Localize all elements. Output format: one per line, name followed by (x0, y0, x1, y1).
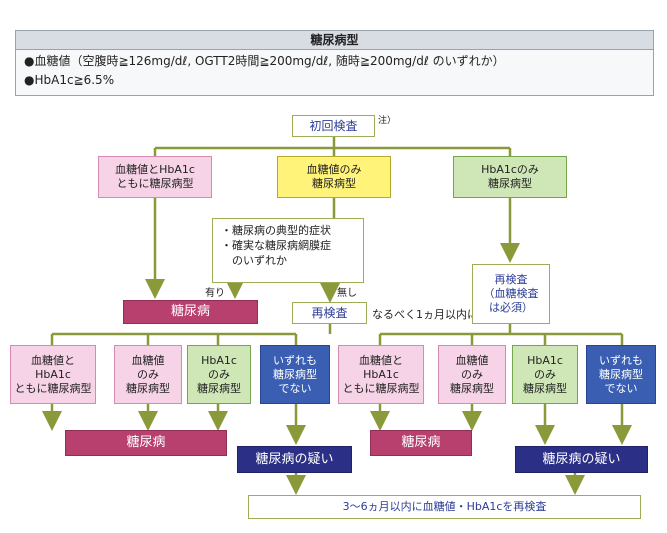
within-month-label: なるべく1ヵ月以内に (372, 308, 478, 321)
right-result-neither: いずれも 糖尿病型 でない (586, 345, 656, 404)
no-label: 無し (337, 288, 357, 299)
criteria-symptoms: ・糖尿病の典型的症状 (221, 224, 331, 237)
initial-test-box: 初回検査 (292, 115, 375, 137)
left-result-hba1c: HbA1c のみ 糖尿病型 (187, 345, 251, 404)
footnote-marker: 注） (378, 116, 397, 126)
left-result-both: 血糖値と HbA1c ともに糖尿病型 (10, 345, 96, 404)
left-result-neither: いずれも 糖尿病型 でない (260, 345, 330, 404)
yes-label: 有り (205, 288, 225, 299)
criteria-either: のいずれか (221, 254, 287, 267)
retest-box-left: 再検査 (292, 302, 367, 324)
right-result-glucose: 血糖値 のみ 糖尿病型 (438, 345, 506, 404)
final-retest-box: 3〜6ヵ月以内に血糖値・HbA1cを再検査 (248, 495, 641, 519)
definition-title: 糖尿病型 (15, 30, 654, 50)
suspected-diabetes-left: 糖尿病の疑い (237, 446, 352, 473)
both-diabetic-type-box: 血糖値とHbA1c ともに糖尿病型 (98, 156, 212, 198)
retest-box-right: 再検査 （血糖検査 は必須） (472, 264, 550, 324)
diagnosis-diabetes-right: 糖尿病 (370, 430, 472, 456)
symptom-criteria-box: ・糖尿病の典型的症状 ・確実な糖尿病網膜症 のいずれか (212, 218, 364, 283)
left-result-glucose: 血糖値 のみ 糖尿病型 (114, 345, 182, 404)
diagnosis-diabetes-left: 糖尿病 (65, 430, 227, 456)
right-result-both: 血糖値と HbA1c ともに糖尿病型 (338, 345, 424, 404)
hba1c-criteria-text: ●HbA1c≧6.5% (24, 73, 115, 87)
glucose-only-box: 血糖値のみ 糖尿病型 (277, 156, 391, 198)
diagnosis-diabetes-top: 糖尿病 (123, 300, 258, 324)
right-result-hba1c: HbA1c のみ 糖尿病型 (512, 345, 578, 404)
hba1c-only-box: HbA1cのみ 糖尿病型 (453, 156, 567, 198)
criteria-retinopathy: ・確実な糖尿病網膜症 (221, 239, 331, 252)
glucose-criteria-text: ●血糖値（空腹時≧126mg/dℓ, OGTT2時間≧200mg/dℓ, 随時≧… (24, 54, 505, 68)
suspected-diabetes-right: 糖尿病の疑い (515, 446, 648, 473)
